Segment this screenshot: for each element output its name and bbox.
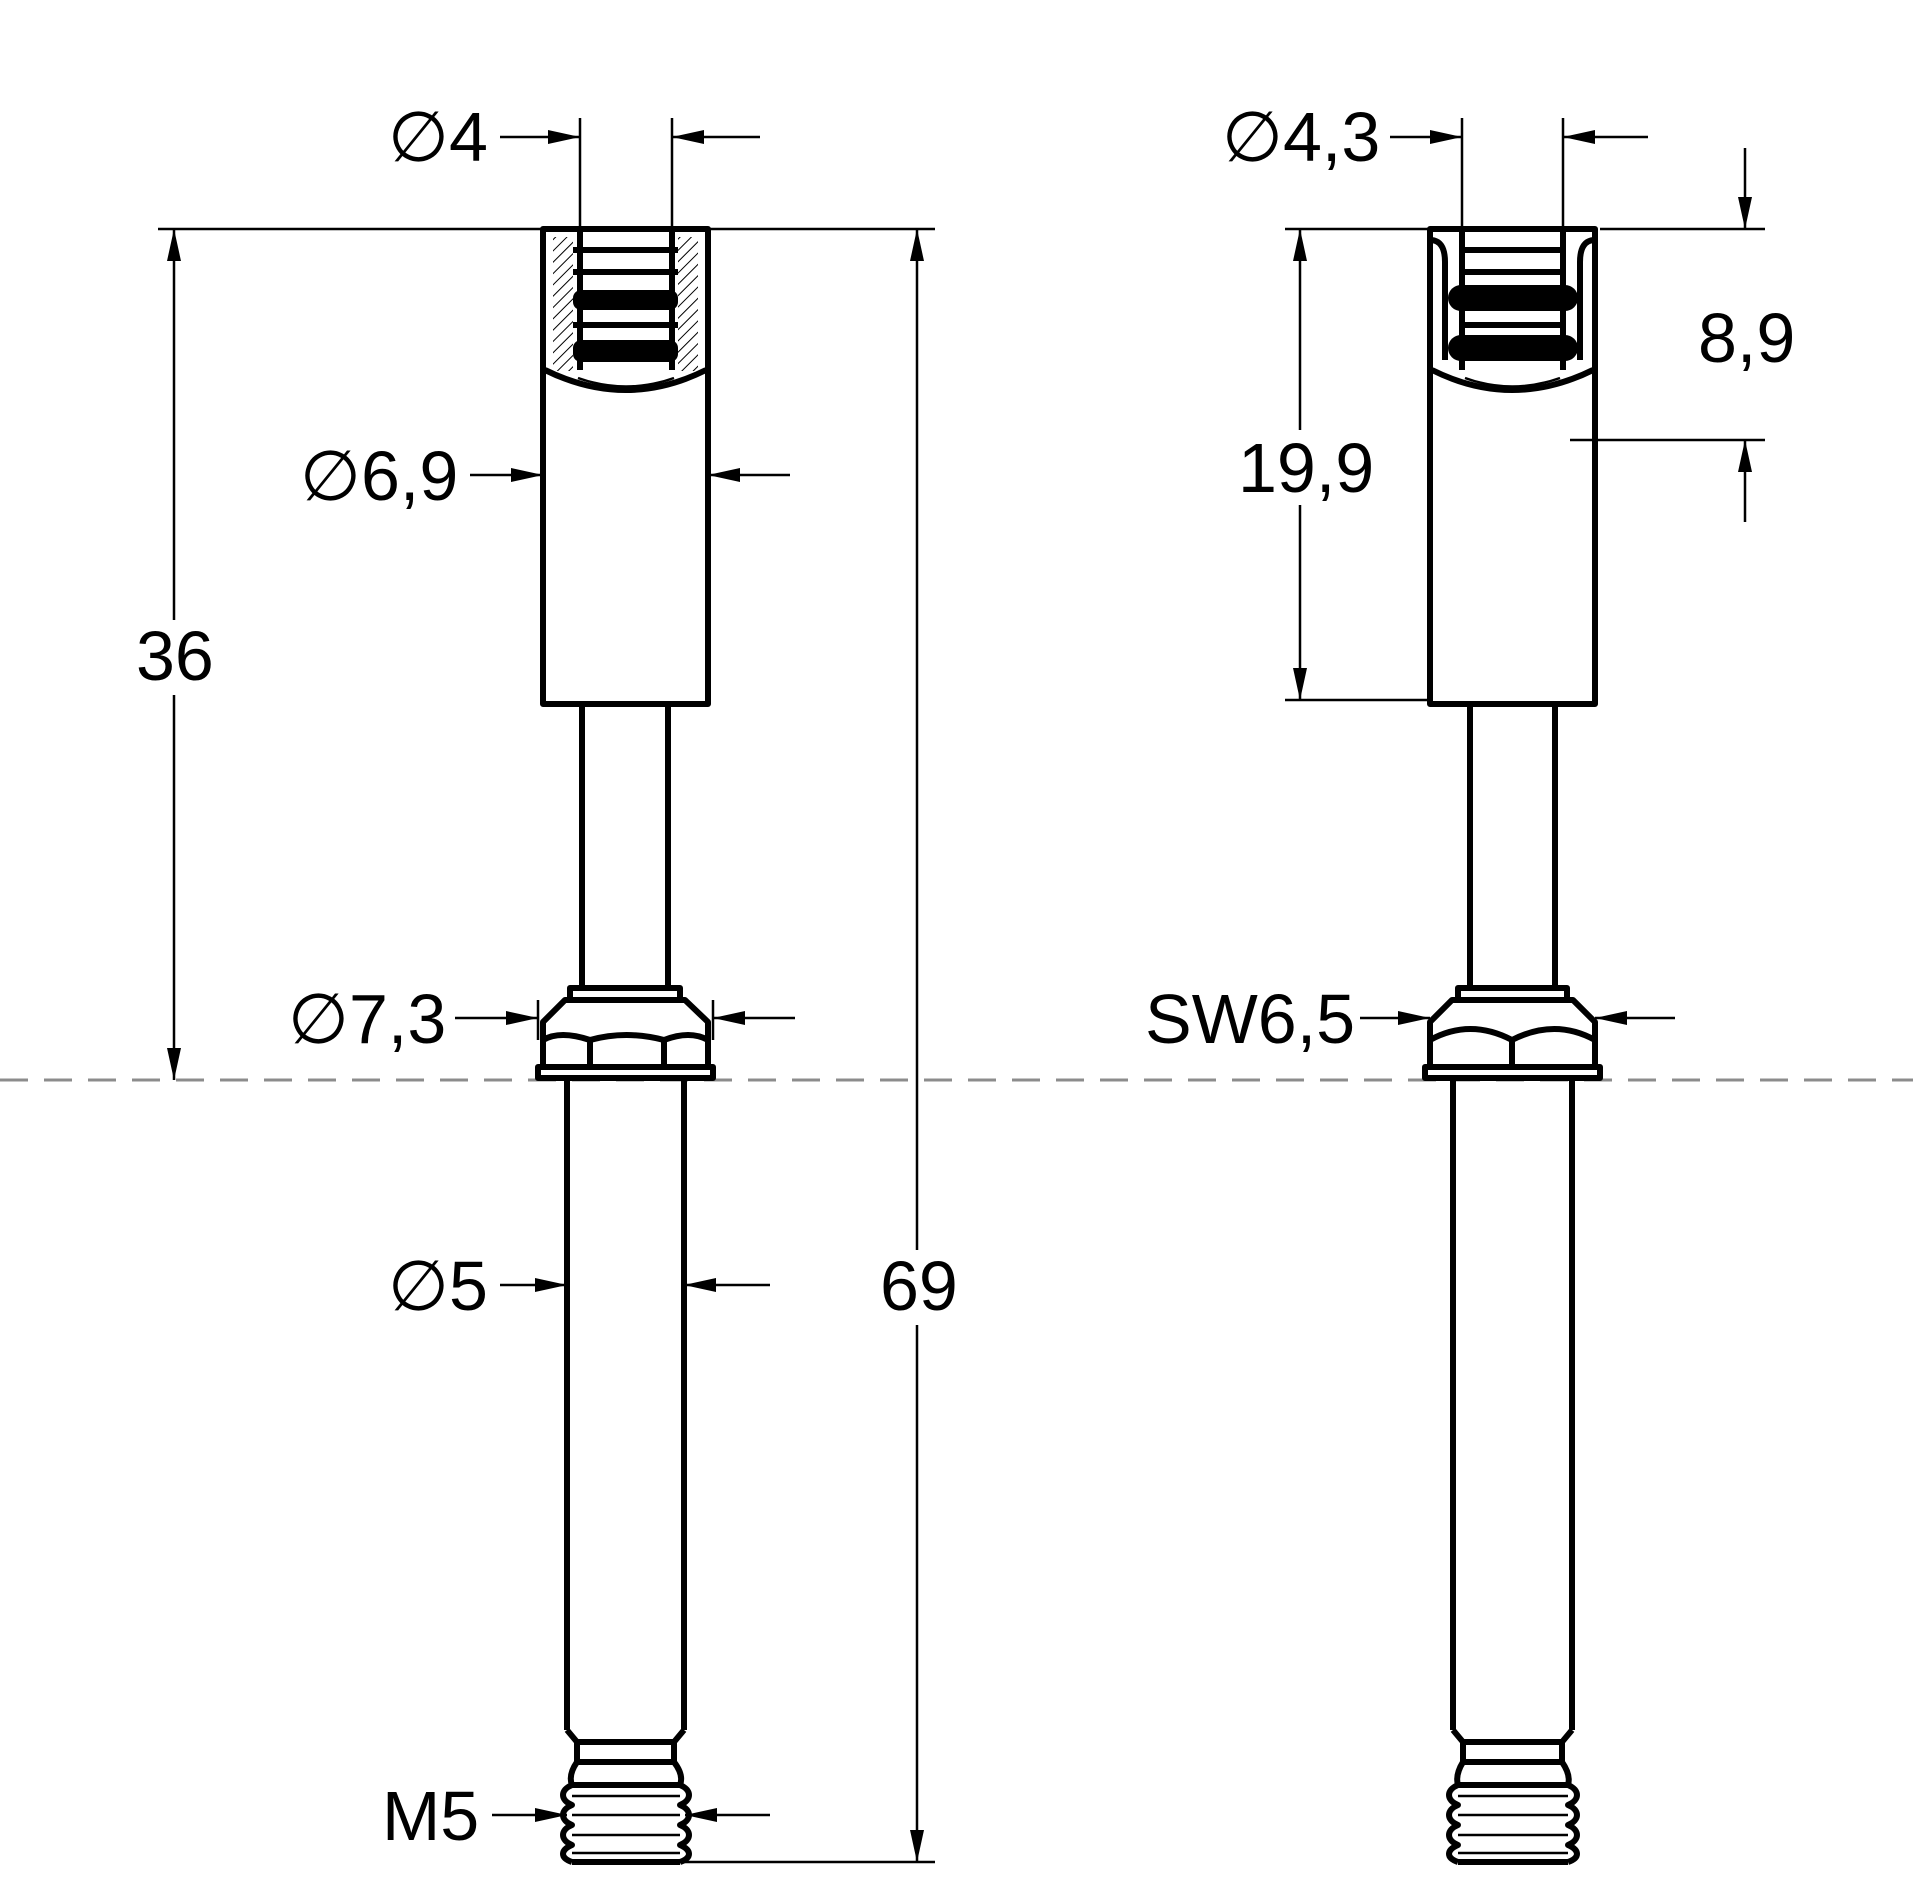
dim-left-height-upper-text: 36 [136,617,214,695]
dim-right-bore-text: ∅4,3 [1222,98,1380,176]
left-view: ∅4 ∅6,9 ∅7,3 ∅5 [136,98,958,1865]
right-thread [1446,1742,1580,1865]
dim-left-head: ∅6,9 [300,437,790,515]
dim-right-wrench: SW6,5 [1145,980,1675,1058]
dim-right-wrench-text: SW6,5 [1145,980,1355,1058]
dim-left-thread: M5 [382,1777,770,1855]
dim-left-height-upper: 36 [136,227,543,1080]
left-shank [564,1078,687,1745]
right-view: ∅4,3 19,9 8,9 SW6,5 [1145,98,1795,1865]
dim-right-slot-depth: 8,9 [1570,148,1795,522]
right-hex-collar [1422,985,1603,1081]
dim-left-collar-text: ∅7,3 [288,980,446,1058]
left-hex-collar [535,985,716,1081]
dim-left-bore-text: ∅4 [388,98,488,176]
dim-left-head-text: ∅6,9 [300,437,458,515]
left-thread [560,1742,692,1865]
dim-left-height-total-text: 69 [880,1247,958,1325]
left-neck [579,704,671,988]
dim-left-shank: ∅5 [388,1247,770,1325]
dim-right-head-length: 19,9 [1238,227,1430,702]
right-shank [1450,1078,1575,1745]
left-head [540,226,711,707]
dim-right-head-length-text: 19,9 [1238,429,1374,507]
dim-left-bore: ∅4 [388,98,760,229]
right-head [1427,226,1598,707]
dim-right-slot-depth-text: 8,9 [1698,299,1795,377]
dim-left-collar: ∅7,3 [288,980,795,1058]
dim-left-height-total: 69 [680,227,958,1864]
dim-left-thread-text: M5 [382,1777,479,1855]
dim-left-shank-text: ∅5 [388,1247,488,1325]
dim-right-bore: ∅4,3 [1222,98,1648,229]
right-neck [1467,704,1558,988]
